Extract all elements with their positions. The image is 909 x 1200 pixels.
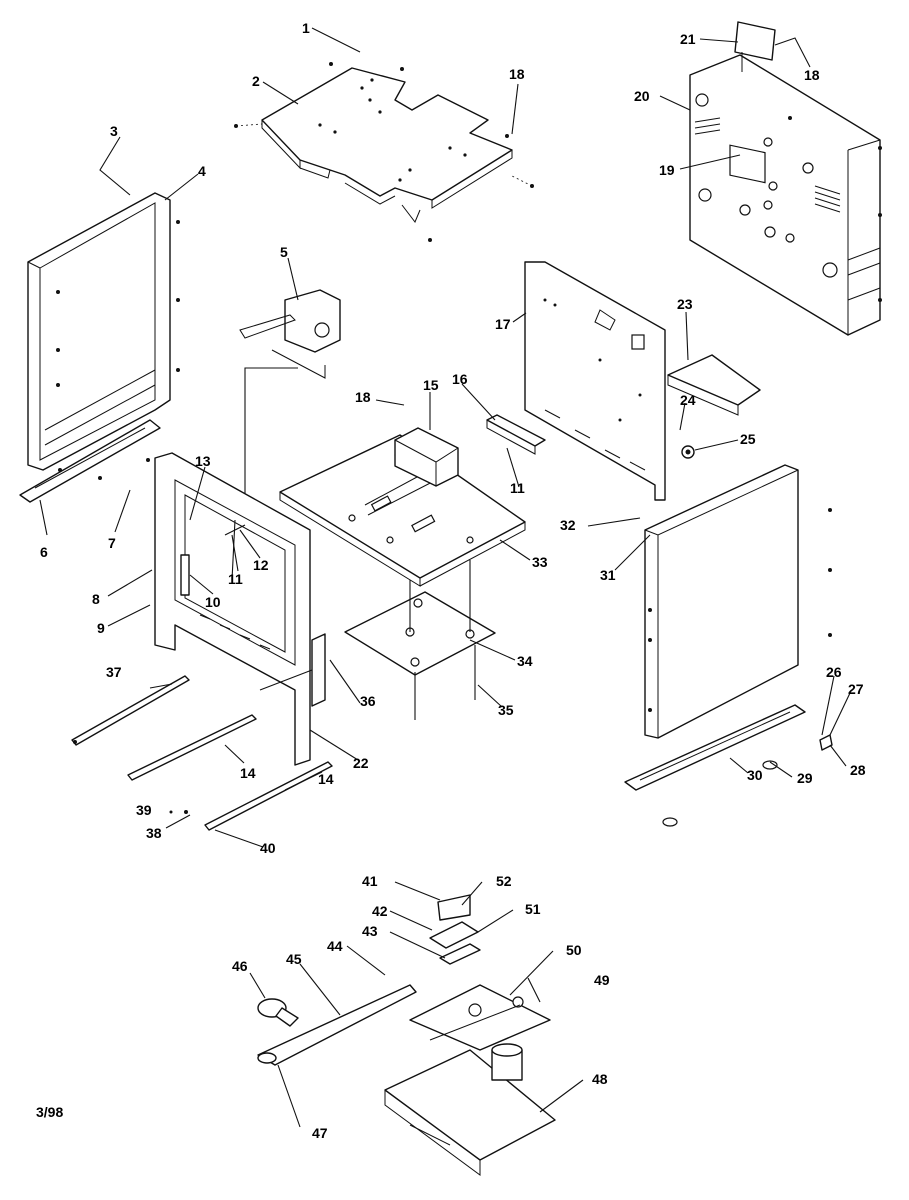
part-20-back-panel xyxy=(689,54,882,336)
callout-8: 8 xyxy=(92,591,100,607)
part-36-side-strip xyxy=(259,633,326,707)
part-15-bracket xyxy=(394,427,459,487)
callout-20: 20 xyxy=(634,88,650,104)
callout-23: 23 xyxy=(677,296,693,312)
callout-24: 24 xyxy=(680,392,696,408)
part-23-bracket xyxy=(667,354,761,416)
part-8-front-frame xyxy=(154,452,311,766)
callout-42: 42 xyxy=(372,903,388,919)
callout-9: 9 xyxy=(97,620,105,636)
callout-45: 45 xyxy=(286,951,302,967)
callout-26: 26 xyxy=(826,664,842,680)
part-16-channel xyxy=(486,414,546,455)
callout-43: 43 xyxy=(362,923,378,939)
part-31-right-side-panel xyxy=(644,464,832,739)
callout-46: 46 xyxy=(232,958,248,974)
part-2-top-plate xyxy=(234,62,534,242)
callout-48: 48 xyxy=(592,1071,608,1087)
callout-52: 52 xyxy=(496,873,512,889)
part-37-rail xyxy=(71,675,190,746)
callout-41: 41 xyxy=(362,873,378,889)
callout-13: 13 xyxy=(195,453,211,469)
callout-29: 29 xyxy=(797,770,813,786)
callout-11: 11 xyxy=(510,480,525,496)
part-17-inner-panel xyxy=(524,261,666,501)
callout-31: 31 xyxy=(600,567,616,583)
date-code: 3/98 xyxy=(36,1104,63,1120)
part-33-tray xyxy=(279,434,526,587)
callout-37: 37 xyxy=(106,664,122,680)
callout-44: 44 xyxy=(327,938,343,954)
callout-49: 49 xyxy=(594,972,610,988)
callout-15: 15 xyxy=(423,377,439,393)
part-4-left-side-panel xyxy=(27,192,180,480)
callout-40: 40 xyxy=(260,840,276,856)
callout-labels: 1 2 18 21 18 20 3 4 19 5 17 23 15 16 18 … xyxy=(40,20,866,1141)
callout-36: 36 xyxy=(360,693,376,709)
callout-14: 14 xyxy=(240,765,256,781)
callout-12: 12 xyxy=(253,557,269,573)
callout-39: 39 xyxy=(136,802,152,818)
callout-18: 18 xyxy=(355,389,371,405)
callout-1: 1 xyxy=(302,20,310,36)
part-5-valve-assembly xyxy=(239,289,341,500)
callout-34: 34 xyxy=(517,653,533,669)
part-48-base-bracket xyxy=(384,1043,556,1176)
callout-35: 35 xyxy=(498,702,514,718)
callout-4: 4 xyxy=(198,163,206,179)
callout-47: 47 xyxy=(312,1125,328,1141)
callout-51: 51 xyxy=(525,901,541,917)
callout-22: 22 xyxy=(353,755,369,771)
part-30-side-trim xyxy=(624,704,806,827)
callout-21: 21 xyxy=(680,31,696,47)
callout-16: 16 xyxy=(452,371,468,387)
callout-7: 7 xyxy=(108,535,116,551)
part-6-side-trim xyxy=(19,419,161,503)
callout-17: 17 xyxy=(495,316,511,332)
callout-18: 18 xyxy=(509,66,525,82)
callout-19: 19 xyxy=(659,162,675,178)
callout-leaders xyxy=(39,27,851,1128)
callout-50: 50 xyxy=(566,942,582,958)
callout-30: 30 xyxy=(747,767,763,783)
callout-38: 38 xyxy=(146,825,162,841)
callout-27: 27 xyxy=(848,681,864,697)
part-14-rail-lower xyxy=(169,761,333,831)
callout-3: 3 xyxy=(110,123,118,139)
callout-25: 25 xyxy=(740,431,756,447)
callout-33: 33 xyxy=(532,554,548,570)
part-25-grommet xyxy=(681,445,695,459)
part-27-clip xyxy=(819,734,833,751)
part-42-43-brackets xyxy=(429,894,481,965)
part-45-lever xyxy=(257,984,417,1066)
part-46-knob xyxy=(257,998,299,1027)
callout-10: 10 xyxy=(205,594,221,610)
callout-11: 11 xyxy=(228,571,243,587)
part-14-rail-upper xyxy=(127,714,257,781)
part-34-base-plate xyxy=(344,560,496,720)
callout-2: 2 xyxy=(252,73,260,89)
callout-28: 28 xyxy=(850,762,866,778)
callout-14: 14 xyxy=(318,771,334,787)
callout-6: 6 xyxy=(40,544,48,560)
callout-18: 18 xyxy=(804,67,820,83)
callout-32: 32 xyxy=(560,517,576,533)
callout-5: 5 xyxy=(280,244,288,260)
part-50-mechanism-plate xyxy=(409,984,551,1051)
